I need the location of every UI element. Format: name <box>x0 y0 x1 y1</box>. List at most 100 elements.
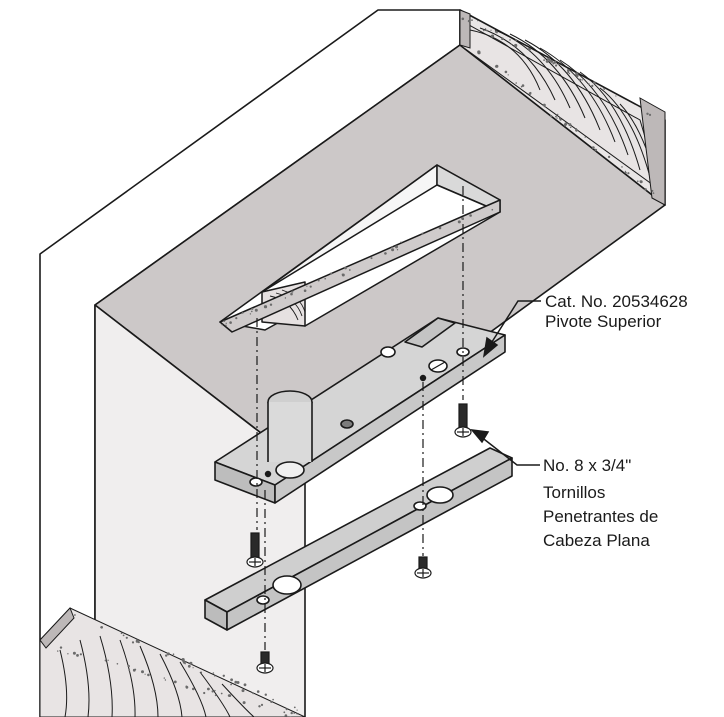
speckle-dot <box>491 208 494 211</box>
speckle-dot <box>467 19 471 23</box>
speckle-dot <box>141 670 144 674</box>
speckle-dot <box>421 232 424 235</box>
speckle-dot <box>515 82 517 84</box>
callout-screws: No. 8 x 3/4" Tornillos Penetrantes de Ca… <box>543 456 658 550</box>
speckle-dot <box>550 59 554 63</box>
speckle-dot <box>256 690 260 693</box>
speckle-dot <box>214 689 216 692</box>
speckle-dot <box>203 691 206 695</box>
speckle-dot <box>461 217 464 220</box>
speckle-dot <box>568 123 572 127</box>
speckle-dot <box>134 668 137 671</box>
speckle-dot <box>344 266 347 270</box>
screw-size: No. 8 x 3/4" <box>543 456 631 475</box>
speckle-dot <box>509 39 511 41</box>
speckle-dot <box>507 74 509 76</box>
speckle-dot <box>165 654 168 657</box>
speckle-dot <box>485 29 488 32</box>
speckle-dot <box>290 711 293 715</box>
speckle-dot <box>569 126 572 129</box>
speckle-dot <box>229 321 232 324</box>
speckle-dot <box>494 30 498 33</box>
speckle-dot <box>100 626 102 628</box>
speckle-dot <box>184 663 186 665</box>
speckle-dot <box>283 711 286 714</box>
alignment-lines <box>256 186 464 650</box>
mounting-plate <box>204 447 513 631</box>
speckle-dot <box>192 687 195 691</box>
callout-pivot: Cat. No. 20534628 Pivote Superior <box>545 292 688 331</box>
wood-cut-bottom <box>39 607 306 717</box>
speckle-dot <box>144 673 146 675</box>
pivot-pin-bottom <box>275 461 305 479</box>
speckle-dot <box>543 59 545 61</box>
speckle-dot <box>557 63 560 65</box>
speckle-dot <box>234 680 238 684</box>
speckle-dot <box>172 653 175 655</box>
plate-hole-small-left <box>256 595 270 605</box>
speckle-dot <box>469 214 472 217</box>
speckle-dot <box>57 650 59 652</box>
speckle-dot <box>220 692 223 695</box>
speckle-dot <box>212 672 215 674</box>
speckle-dot <box>648 113 652 116</box>
speckle-dot <box>137 641 140 644</box>
plate-hole-large-right <box>426 486 454 504</box>
speckle-dot <box>164 679 167 681</box>
speckle-dot <box>581 79 583 81</box>
speckle-dot <box>272 698 274 701</box>
speckle-dot <box>72 651 76 655</box>
pivot-name: Pivote Superior <box>545 312 662 331</box>
speckle-dot <box>187 664 191 668</box>
pivot-hole-left <box>249 477 263 487</box>
screw-desc-line3: Penetrantes de <box>543 507 658 526</box>
speckle-dot <box>185 685 188 688</box>
speckle-dot <box>556 117 558 119</box>
speckle-dot <box>370 257 373 260</box>
speckle-dot <box>341 273 344 275</box>
speckle-dot <box>390 246 393 248</box>
speckle-dot <box>553 60 557 64</box>
speckle-dot <box>241 312 244 314</box>
speckle-dot <box>557 113 559 116</box>
pivot-catalog-number: Cat. No. 20534628 <box>545 292 688 311</box>
speckle-dot <box>510 43 512 45</box>
plate-hole-small-right <box>413 501 427 511</box>
speckle-dot <box>230 678 234 682</box>
speckle-dot <box>120 632 123 635</box>
speckle-dot <box>309 285 312 288</box>
speckle-dot <box>122 634 125 637</box>
speckle-dot <box>291 290 294 293</box>
edge-speckle-texture <box>57 17 655 717</box>
speckle-dot <box>214 675 216 677</box>
speckle-dot <box>104 659 107 662</box>
screw-desc-line2: Tornillos <box>543 483 605 502</box>
pivot-right-face <box>274 334 506 504</box>
speckle-dot <box>135 638 138 641</box>
speckle-dot <box>484 28 487 30</box>
speckle-dot <box>457 220 461 224</box>
pivot-superior <box>214 317 506 504</box>
speckle-dot <box>646 112 649 116</box>
speckle-dot <box>555 64 558 67</box>
speckle-dot <box>147 673 150 677</box>
pivot-adjust-screw <box>380 346 396 358</box>
speckle-dot <box>621 166 623 168</box>
screw-left-upper <box>246 532 264 568</box>
speckle-dot <box>166 652 170 656</box>
speckle-dot <box>270 701 273 703</box>
speckle-dot <box>128 669 131 672</box>
speckle-dot <box>260 703 264 707</box>
speckle-dot <box>594 148 598 152</box>
speckle-dot <box>542 103 546 107</box>
speckle-dot <box>269 303 273 306</box>
speckle-dot <box>624 171 627 174</box>
speckle-dot <box>521 84 525 87</box>
speckle-dot <box>225 324 227 327</box>
speckle-dot <box>391 248 395 252</box>
speckle-dot <box>173 680 177 684</box>
speckle-dot <box>296 709 298 711</box>
speckle-dot <box>348 269 351 271</box>
callout-leaders <box>470 300 541 466</box>
speckle-dot <box>230 683 233 686</box>
